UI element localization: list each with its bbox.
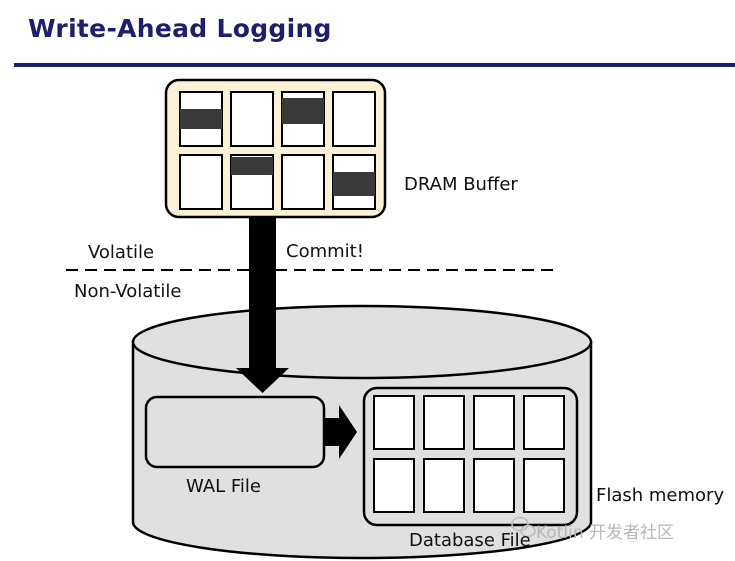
wal-file-box — [144, 395, 326, 469]
db-page — [373, 458, 415, 513]
checkpoint-arrow — [325, 405, 357, 459]
dram-buffer — [164, 78, 387, 219]
wal-file-label: WAL File — [186, 476, 261, 497]
buffer-page — [179, 91, 223, 147]
dirty-block — [333, 172, 375, 196]
database-file — [362, 386, 579, 527]
db-page — [523, 458, 565, 513]
dirty-block — [282, 98, 324, 124]
page-title: Write-Ahead Logging — [28, 14, 332, 43]
db-page — [423, 458, 465, 513]
buffer-page — [332, 154, 376, 210]
buffer-page — [281, 154, 325, 210]
buffer-page — [281, 91, 325, 147]
db-page — [423, 395, 465, 450]
dirty-block — [180, 109, 222, 129]
commit-arrow — [236, 217, 289, 393]
db-page — [373, 395, 415, 450]
db-page — [473, 395, 515, 450]
buffer-page — [230, 91, 274, 147]
db-page — [473, 458, 515, 513]
dirty-block — [231, 157, 273, 175]
buffer-page — [230, 154, 274, 210]
database-file-label: Database File — [409, 530, 531, 551]
buffer-page — [179, 154, 223, 210]
volatile-label: Volatile — [88, 242, 155, 263]
watermark-text: Kotlin 开发者社区 — [536, 523, 674, 543]
buffer-page — [332, 91, 376, 147]
flash-memory-label: Flash memory — [596, 485, 725, 506]
dram-buffer-label: DRAM Buffer — [404, 174, 518, 195]
title-underline — [14, 63, 735, 67]
commit-label: Commit! — [286, 241, 364, 262]
wechat-icon — [511, 516, 536, 538]
non-volatile-label: Non-Volatile — [74, 281, 182, 302]
db-page — [523, 395, 565, 450]
